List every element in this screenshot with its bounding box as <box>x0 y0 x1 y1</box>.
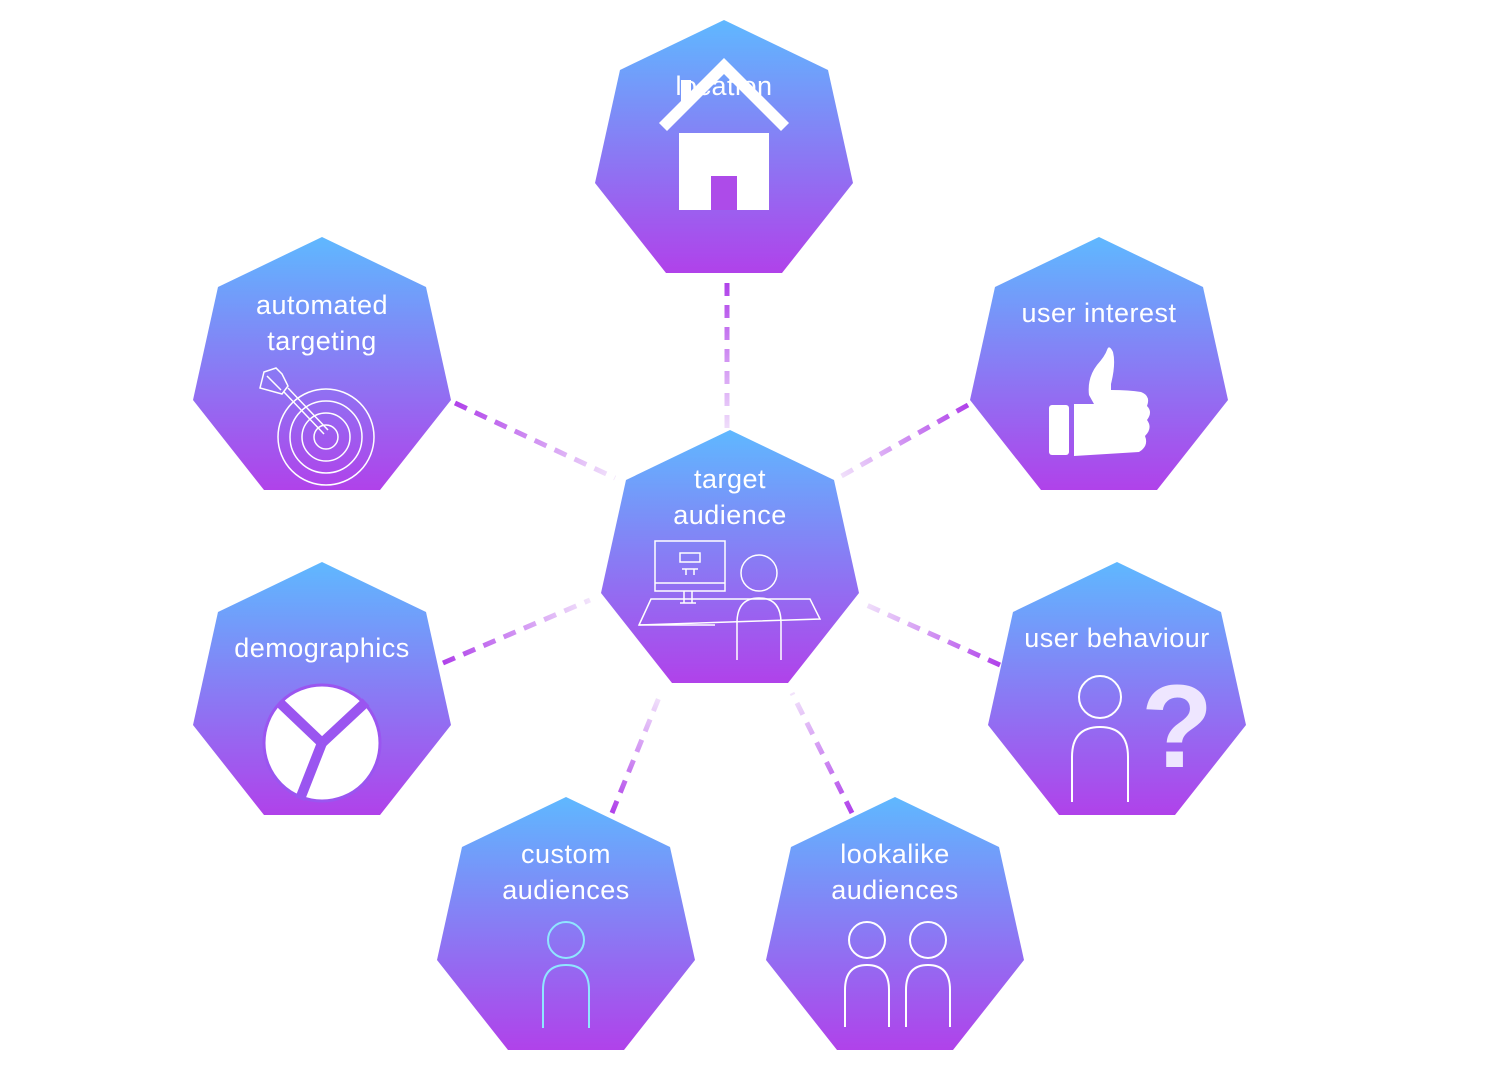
node-lookalike-audiences: lookalike audiences <box>766 797 1024 1050</box>
node-automated-targeting: automated targeting <box>193 237 451 490</box>
node-label-line1: automated <box>256 290 388 320</box>
connector-user-interest <box>836 402 970 481</box>
person-question-icon: ? <box>1071 661 1213 802</box>
thumbs-up-icon <box>1049 347 1150 456</box>
center-label-line1: target <box>694 464 766 494</box>
heptagon-shape <box>766 797 1024 1050</box>
node-label: user behaviour <box>1024 623 1210 653</box>
connector-demographics <box>442 597 591 666</box>
node-custom-audiences: custom audiences <box>437 797 695 1050</box>
node-label: user interest <box>1021 298 1176 328</box>
node-target-audience: target audience <box>601 430 859 683</box>
heptagon-shape <box>988 562 1246 815</box>
node-location: location <box>595 20 853 273</box>
two-people-icon <box>844 921 951 1027</box>
connector-user-behaviour <box>860 600 1002 668</box>
person-icon <box>542 921 590 1028</box>
connector-lookalike-audiences <box>789 691 855 815</box>
connectors <box>442 283 1002 815</box>
house-icon <box>659 58 789 210</box>
target-dart-icon <box>259 367 375 486</box>
heptagon-shape <box>437 797 695 1050</box>
node-user-interest: user interest <box>970 237 1228 490</box>
node-label: demographics <box>234 633 410 663</box>
node-user-behaviour: user behaviour ? <box>988 562 1246 815</box>
node-demographics: demographics <box>193 562 451 815</box>
node-label-line2: audiences <box>502 875 630 905</box>
heptagon-shape <box>193 237 451 490</box>
node-label-line1: custom <box>521 839 611 869</box>
svg-text:?: ? <box>1141 661 1213 793</box>
node-label-line1: lookalike <box>840 839 950 869</box>
connector-custom-audiences <box>609 694 663 814</box>
desk-user-icon <box>637 540 822 660</box>
connector-automated-targeting <box>453 400 617 481</box>
center-label-line2: audience <box>673 500 787 530</box>
pie-chart-icon <box>262 683 382 803</box>
node-label-line2: audiences <box>831 875 959 905</box>
node-label-line2: targeting <box>267 326 377 356</box>
